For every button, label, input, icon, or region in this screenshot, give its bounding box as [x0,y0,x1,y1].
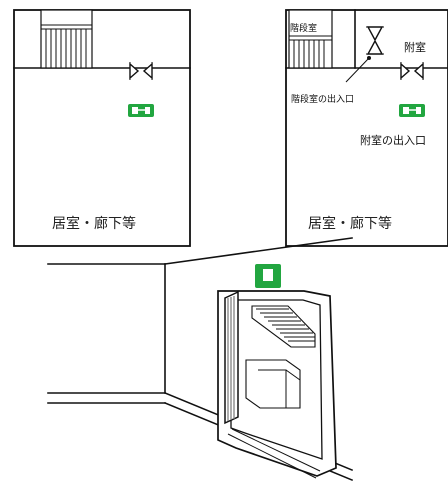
door-icon [366,26,384,55]
door-icon [400,62,424,80]
stair-icon [40,9,93,69]
anteroom-entrance-label: 附室の出入口 [360,133,426,147]
right-floor-plan: 階段室 附室 階段室の出入口 附室の出入口 居室・廊下等 [285,9,448,247]
left-floor-plan: 居室・廊下等 [13,9,191,247]
stair-room-label: 階段室 [290,22,317,34]
stair-entrance-label: 階段室の出入口 [291,93,354,105]
stair-icon [288,9,333,69]
exit-doorway-illustration [47,237,354,482]
stair-entrance-pointer [345,57,370,83]
stair-entrance-dot [367,56,371,60]
exit-sign-icon [399,104,425,117]
door-icon [129,62,153,80]
anteroom-label: 附室 [404,40,426,54]
left-room-label: 居室・廊下等 [52,215,136,232]
exit-sign-icon [255,264,281,288]
right-room-label: 居室・廊下等 [308,215,392,232]
exit-sign-icon [128,104,154,117]
